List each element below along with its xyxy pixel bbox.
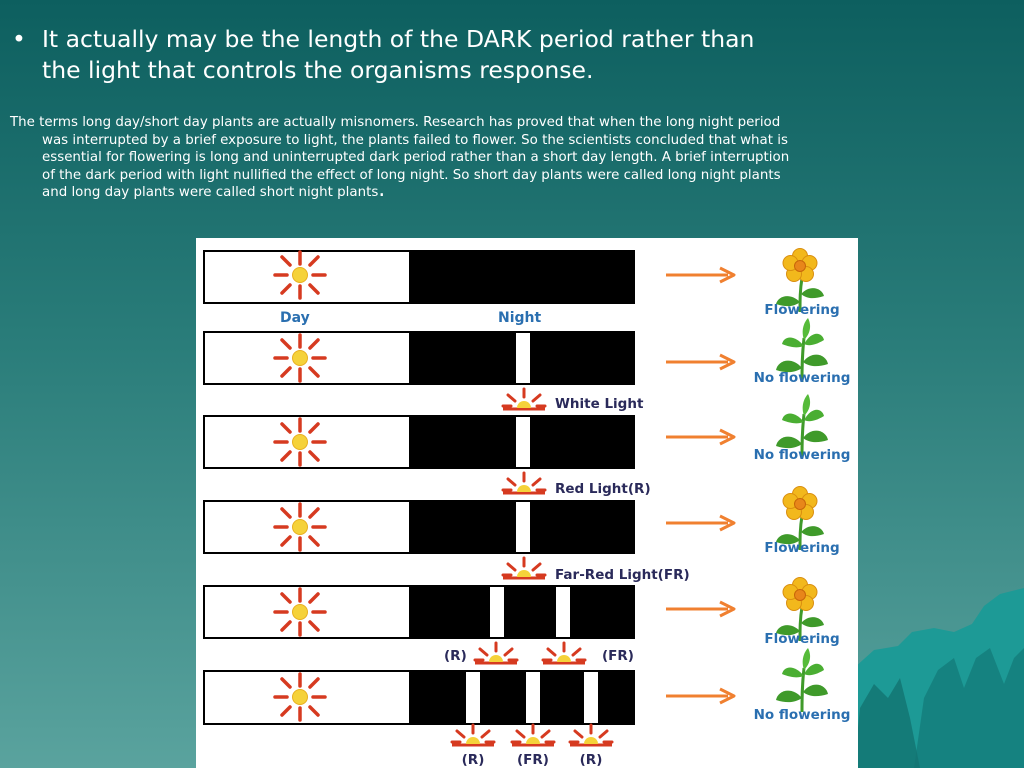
row-5: (R) (FR) Flowering [203, 576, 840, 665]
light-break [516, 417, 530, 467]
arrow-right-icon [664, 687, 736, 705]
bullet-text: It actually may be the length of the DAR… [42, 25, 755, 84]
light-flash-icon [541, 641, 587, 665]
mountain-decoration [854, 588, 1024, 768]
arrow-right-icon [664, 514, 736, 532]
row-2: White Light No flowering [203, 316, 851, 412]
sun-icon [273, 250, 327, 300]
outcome-label: No flowering [754, 447, 851, 463]
plant-icon [774, 646, 830, 714]
light-break [526, 672, 540, 723]
paragraph-period: . [378, 177, 386, 202]
light-flash-icon [501, 471, 547, 495]
light-flash-icon [568, 723, 614, 747]
row-3: Red Light(R) No flowering [203, 392, 851, 497]
sun-icon [273, 587, 327, 637]
row-1: Day Night Flowering [203, 247, 840, 326]
light-label: Red Light(R) [555, 481, 651, 497]
night-label: Night [498, 310, 542, 326]
outcome-label: No flowering [754, 707, 851, 723]
light-label: (R) [444, 648, 467, 664]
sun-icon [273, 417, 327, 467]
arrow-right-icon [664, 428, 736, 446]
light-label: (FR) [602, 648, 634, 664]
light-flash-icon [501, 387, 547, 411]
light-label: (FR) [517, 752, 549, 768]
light-break [516, 333, 530, 383]
light-flash-icon [501, 556, 547, 580]
bullet-marker: • [12, 25, 26, 53]
light-label: White Light [555, 396, 644, 412]
paragraph-text: The terms long day/short day plants are … [10, 115, 790, 200]
row-6: (R) (FR) (R) No flowering [203, 646, 851, 768]
explanation-paragraph: The terms long day/short day plants are … [10, 114, 800, 202]
light-break [490, 587, 504, 637]
light-flash-icon [450, 723, 496, 747]
outcome-label: Flowering [764, 540, 839, 556]
light-break [556, 587, 570, 637]
outcome-label: Flowering [764, 302, 839, 318]
light-label: (R) [580, 752, 603, 768]
photoperiod-diagram: Day Night Flowering White Light No flowe… [196, 238, 858, 768]
arrow-right-icon [664, 353, 736, 371]
light-flash-icon [510, 723, 556, 747]
light-label: (R) [462, 752, 485, 768]
sun-icon [273, 672, 327, 722]
light-break [516, 502, 530, 552]
light-break [584, 672, 598, 723]
row-4: Far-Red Light(FR) Flowering [203, 485, 840, 583]
sun-icon [273, 333, 327, 383]
diagram-canvas: Day Night Flowering White Light No flowe… [203, 247, 851, 768]
day-label: Day [280, 310, 310, 326]
bullet-point: • It actually may be the length of the D… [12, 24, 792, 86]
light-flash-icon [473, 641, 519, 665]
outcome-label: No flowering [754, 370, 851, 386]
arrow-right-icon [664, 600, 736, 618]
light-label: Far-Red Light(FR) [555, 567, 690, 583]
light-break [466, 672, 480, 723]
outcome-label: Flowering [764, 631, 839, 647]
sun-icon [273, 502, 327, 552]
arrow-right-icon [664, 266, 736, 284]
